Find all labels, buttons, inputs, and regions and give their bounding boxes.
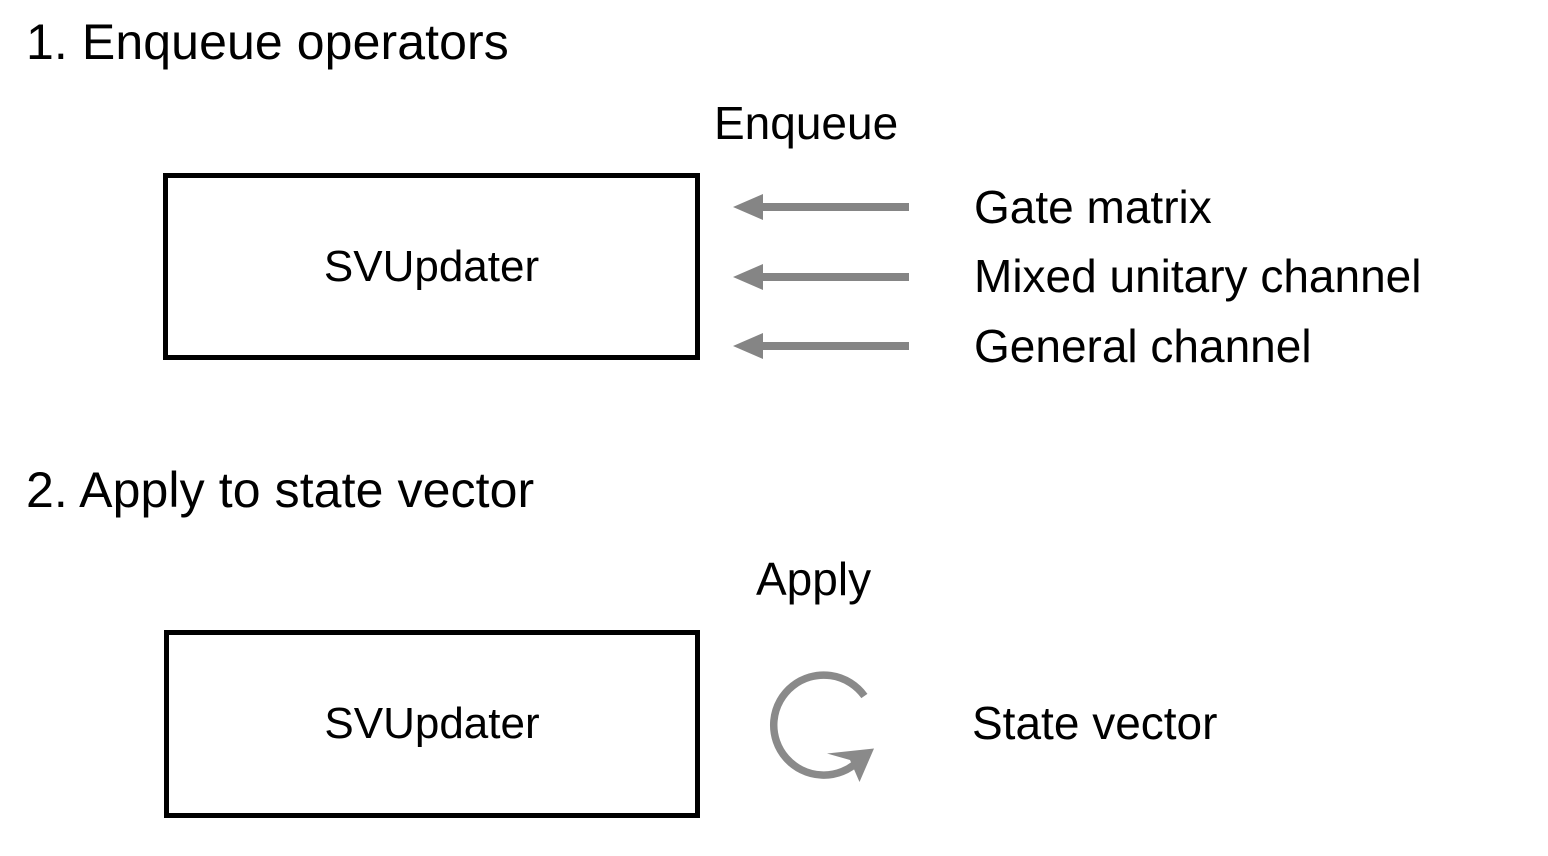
circular-arrow-clockwise-icon (769, 671, 874, 782)
state-vector-label: State vector (972, 697, 1218, 749)
enqueue-arrow-row-gate-matrix (733, 185, 909, 229)
enqueue-arrow-label-mixed-unitary-channel: Mixed unitary channel (974, 250, 1422, 302)
svupdater-box-apply-label: SVUpdater (324, 699, 540, 748)
section-2-heading: 2. Apply to state vector (26, 462, 535, 518)
svupdater-box-enqueue: SVUpdater (163, 173, 700, 360)
section-1-heading: 1. Enqueue operators (26, 14, 509, 70)
enqueue-caption: Enqueue (714, 97, 899, 149)
apply-caption: Apply (756, 553, 872, 605)
arrow-left-icon (733, 333, 909, 359)
enqueue-arrow-label-gate-matrix: Gate matrix (974, 181, 1212, 233)
enqueue-arrow-label-general-channel: General channel (974, 320, 1312, 372)
arrow-left-icon (733, 194, 909, 220)
enqueue-arrow-row-mixed-unitary-channel (733, 255, 909, 299)
svupdater-box-apply: SVUpdater (164, 630, 700, 818)
arrow-left-icon (733, 264, 909, 290)
svupdater-box-enqueue-label: SVUpdater (323, 241, 540, 291)
enqueue-arrow-row-general-channel (733, 324, 909, 368)
